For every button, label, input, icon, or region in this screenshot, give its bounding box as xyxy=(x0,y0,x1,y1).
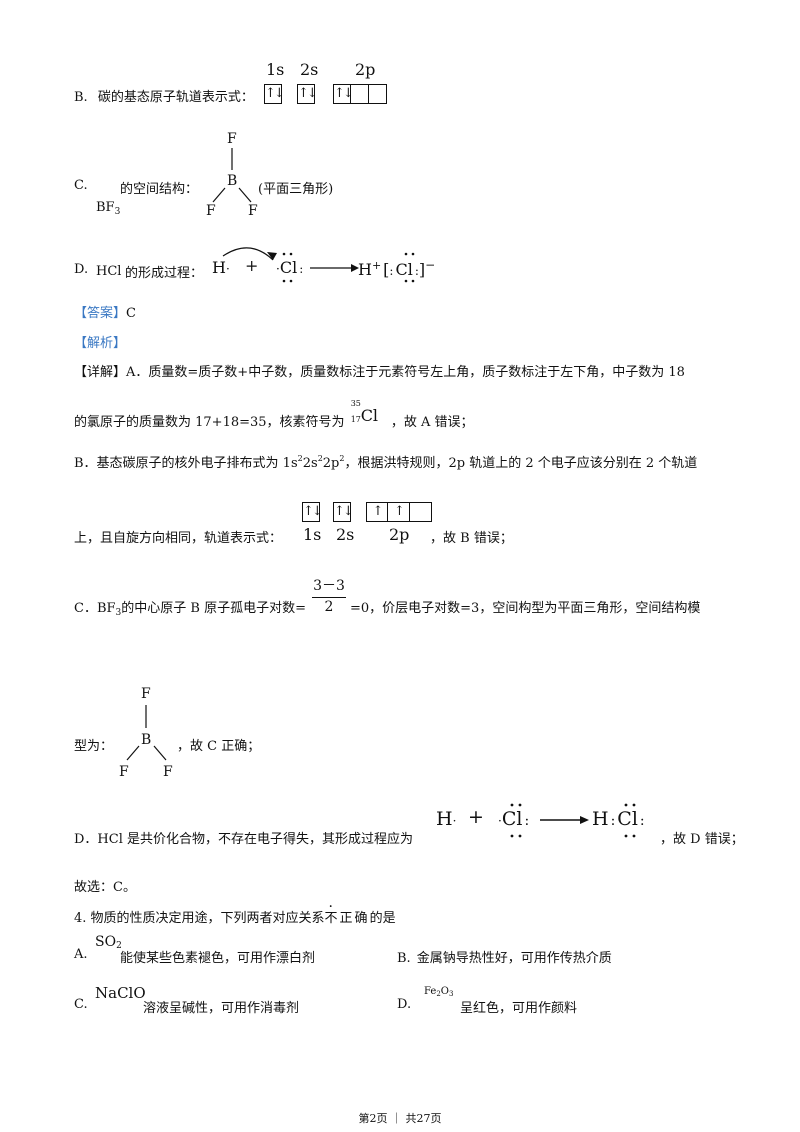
detail-b-line2-post: ，故 B 错误； xyxy=(430,531,513,546)
atom-f-top: F xyxy=(141,686,151,702)
orbital-cell: ↑↓ xyxy=(333,84,354,104)
q4-emphasis: 不正确 xyxy=(325,911,370,926)
orbital-box-2p: ↑↓ xyxy=(333,84,387,104)
orbital-box-1s: ↑↓ xyxy=(264,84,285,104)
orbital-label-2s: 2s xyxy=(300,60,319,79)
page-footer: 第2页 ｜ 共27页 xyxy=(358,1112,442,1125)
option-d-text: 的形成过程： xyxy=(125,266,204,281)
q4-option-c-text: 溶液呈碱性，可用作消毒剂 xyxy=(143,1001,300,1016)
orbital-cell xyxy=(369,84,387,104)
option-b-label: B. 碳的基态原子轨道表示式： xyxy=(74,90,254,105)
orbital-box-2s: ↑↓ xyxy=(297,84,318,104)
eq-plus: + xyxy=(245,256,259,275)
q4-stem: 4. 物质的性质决定用途，下列两者对应关系不正确的是 xyxy=(74,907,396,926)
orbital-cell: ↑↓ xyxy=(297,84,318,104)
q4-option-d-text: 呈红色，可用作颜料 xyxy=(460,1001,578,1016)
orbital-label-1s: 1s xyxy=(266,60,285,79)
orbital-label-2s-correct: 2s xyxy=(336,525,355,544)
eq2-cl: ·Cl: xyxy=(498,808,530,830)
hcl-covalent-equation-graphics xyxy=(510,803,636,838)
detail-c-line1-post: =0，价层电子对数=3，空间构型为平面三角形，空间结构模 xyxy=(350,601,701,616)
orbital-label-2p: 2p xyxy=(355,60,376,79)
orbital-label-1s-correct: 1s xyxy=(303,525,322,544)
option-c-label: C. xyxy=(74,178,88,193)
orbital-box-2s-correct: ↑↓ xyxy=(333,502,354,522)
orbital-cell xyxy=(351,84,369,104)
orbital-cell: ↑ xyxy=(366,502,388,522)
orbital-cell: ↑ xyxy=(388,502,410,522)
q4-option-d-formula: Fe2O3 xyxy=(424,986,454,998)
detail-d-line-post: ，故 D 错误； xyxy=(660,832,744,847)
detail-d-line-pre: D．HCl 是共价化合物，不存在电子得失，其形成过程应为 xyxy=(74,832,413,847)
q4-option-b[interactable]: B.金属钠导热性好，可用作传热介质 xyxy=(397,951,612,966)
detail-c-line2-post: ，故 C 正确； xyxy=(177,739,261,754)
q4-option-c-label[interactable]: C. xyxy=(74,997,88,1012)
fraction: 3－3 2 xyxy=(312,578,346,615)
option-d-label: D. xyxy=(74,262,89,277)
detail-a-line2: 的氯原子的质量数为 17+18=35，核素符号为 35 17 Cl ，故 A 错… xyxy=(74,399,474,430)
option-c-text: 的空间结构： xyxy=(120,182,199,197)
detail-a-line1: 【详解】A．质量数=质子数+中子数，质量数标注于元素符号左上角，质子数标注于左下… xyxy=(74,365,685,380)
orbital-box-2p-correct: ↑ ↑ xyxy=(366,502,432,522)
detail-b-line1: B．基态碳原子的核外电子排布式为 1s22s22p2，根据洪特规则，2p 轨道上… xyxy=(74,454,698,471)
orbital-cell: ↑↓ xyxy=(333,502,354,522)
detail-c-line1-pre: C．BF3的中心原子 B 原子孤电子对数= xyxy=(74,601,306,618)
detail-b-line2-pre: 上，且自旋方向相同，轨道表示式： xyxy=(74,531,283,546)
detail-c-line2-pre: 型为： xyxy=(74,739,114,754)
bf3-structure xyxy=(212,148,252,203)
atom-b-center: B xyxy=(141,732,152,748)
q4-option-c-formula: NaClO xyxy=(95,984,146,1002)
atom-f-left: F xyxy=(119,764,129,780)
eq-h: H· xyxy=(212,258,230,277)
orbital-cell: ↑↓ xyxy=(302,502,323,522)
hcl-ionic-equation-graphics xyxy=(222,247,415,283)
atom-f-right: F xyxy=(163,764,173,780)
atom-f-top: F xyxy=(227,131,237,147)
atom-f-right: F xyxy=(248,203,258,219)
q4-option-a-label[interactable]: A. xyxy=(74,947,88,962)
nuclide-symbol: 35 17 Cl xyxy=(350,399,379,425)
analysis-tag: 【解析】 xyxy=(74,336,127,351)
option-c-note: (平面三角形) xyxy=(258,182,334,197)
option-d-formula: HCl xyxy=(96,264,122,279)
q4-option-d-label[interactable]: D. xyxy=(397,997,412,1012)
final-choice: 故选：C。 xyxy=(74,880,136,895)
q4-option-a-formula: SO2 xyxy=(95,934,122,951)
atom-b-center: B xyxy=(227,173,238,189)
option-c-formula: BF3 xyxy=(96,200,121,217)
atom-f-left: F xyxy=(206,203,216,219)
orbital-box-1s-correct: ↑↓ xyxy=(302,502,323,522)
eq-cl: ·Cl: xyxy=(276,258,304,277)
orbital-cell xyxy=(410,502,432,522)
eq2-hcl: H:Cl: xyxy=(592,808,645,830)
orbital-label-2p-correct: 2p xyxy=(389,525,410,544)
eq2-plus: + xyxy=(468,806,484,828)
eq2-h: H· xyxy=(436,808,457,830)
answer-line: 【答案】C xyxy=(74,306,136,321)
eq-h-plus: H+[:Cl:]− xyxy=(358,258,436,279)
bf3-structure-answer xyxy=(126,705,167,761)
q4-option-a-text: 能使某些色素褪色，可用作漂白剂 xyxy=(120,951,316,966)
orbital-cell: ↑↓ xyxy=(264,84,285,104)
fraction-bar xyxy=(312,597,346,598)
